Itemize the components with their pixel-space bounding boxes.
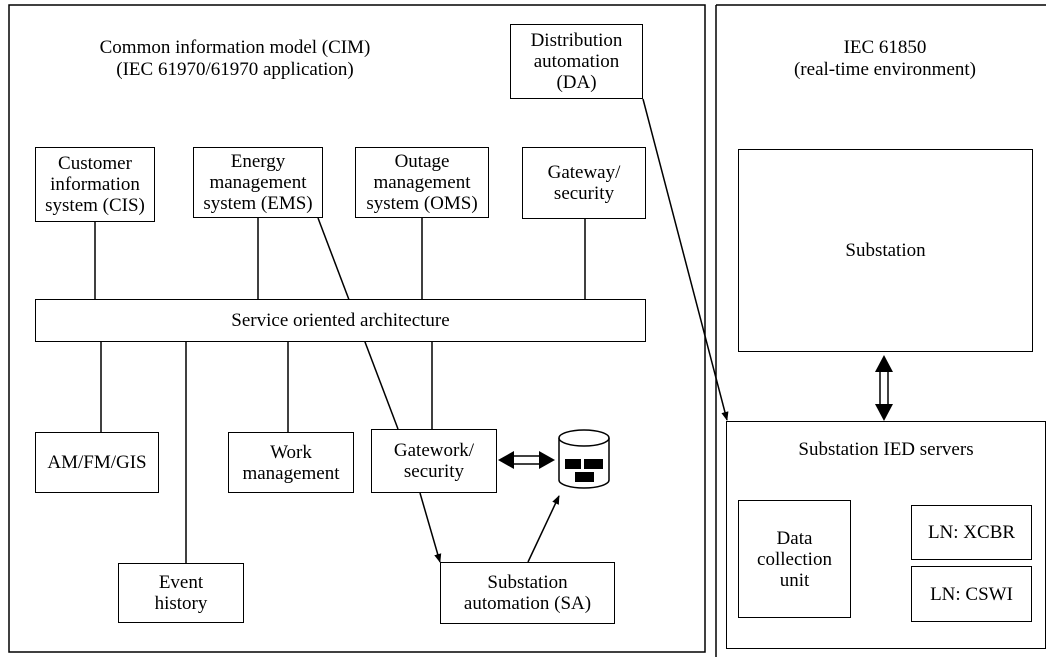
distribution-automation-box: Distribution automation (DA)	[510, 24, 643, 99]
substation-ied-double-arrow	[879, 370, 889, 406]
database-icon	[558, 429, 610, 489]
da-ied-arrow	[642, 98, 729, 421]
substation-automation-box: Substation automation (SA)	[440, 562, 615, 624]
work-management-box: Work management	[228, 432, 354, 493]
amfm-gis-box: AM/FM/GIS	[35, 432, 159, 493]
ln-cswi-box: LN: CSWI	[911, 566, 1032, 622]
event-history-box: Event history	[118, 563, 244, 623]
sa-database-arrow	[527, 495, 560, 563]
oms-box: Outage management system (OMS)	[355, 147, 489, 218]
service-oriented-architecture-box: Service oriented architecture	[35, 299, 646, 342]
double-arrowhead-right	[539, 451, 555, 469]
gatework-sa-arrow	[419, 492, 442, 563]
ems-box: Energy management system (EMS)	[193, 147, 323, 218]
gatework-database-double-arrow	[512, 455, 541, 465]
double-arrowhead-left	[498, 451, 514, 469]
iec61850-panel-border	[715, 4, 1046, 657]
double-arrowhead-top	[875, 355, 893, 372]
iec61850-title: IEC 61850 (real-time environment)	[793, 37, 976, 80]
ln-xcbr-box: LN: XCBR	[911, 505, 1032, 560]
gateway-security-box: Gateway/ security	[522, 147, 646, 219]
substation-box: Substation	[738, 149, 1033, 352]
cim-panel-border	[8, 4, 706, 653]
double-arrowhead-bottom	[875, 404, 893, 421]
cis-box: Customer information system (CIS)	[35, 147, 155, 222]
cim-title: Common information model (CIM) (IEC 6197…	[99, 37, 371, 80]
data-collection-unit-box: Data collection unit	[738, 500, 851, 618]
gatework-security-box: Gatework/ security	[371, 429, 497, 493]
substation-ied-servers-label: Substation IED servers	[798, 439, 974, 460]
